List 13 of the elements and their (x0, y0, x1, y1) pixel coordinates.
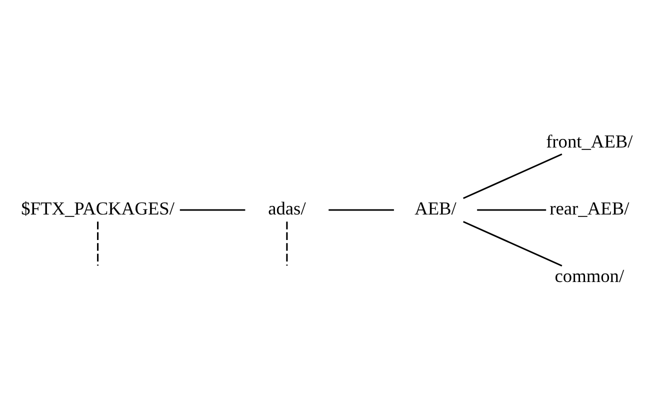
node-text: $FTX_PACKAGES/ (21, 198, 174, 219)
connector (463, 154, 562, 199)
connector (477, 209, 546, 211)
node-text: AEB/ (414, 198, 456, 219)
connector (180, 209, 246, 211)
connector (328, 209, 394, 211)
connector (463, 221, 562, 266)
connector (286, 222, 288, 266)
node-text: adas/ (268, 198, 306, 219)
node-text: rear_AEB/ (550, 198, 630, 219)
node-text: front_AEB/ (546, 131, 633, 152)
connector (97, 222, 99, 266)
node-text: common/ (554, 266, 624, 286)
